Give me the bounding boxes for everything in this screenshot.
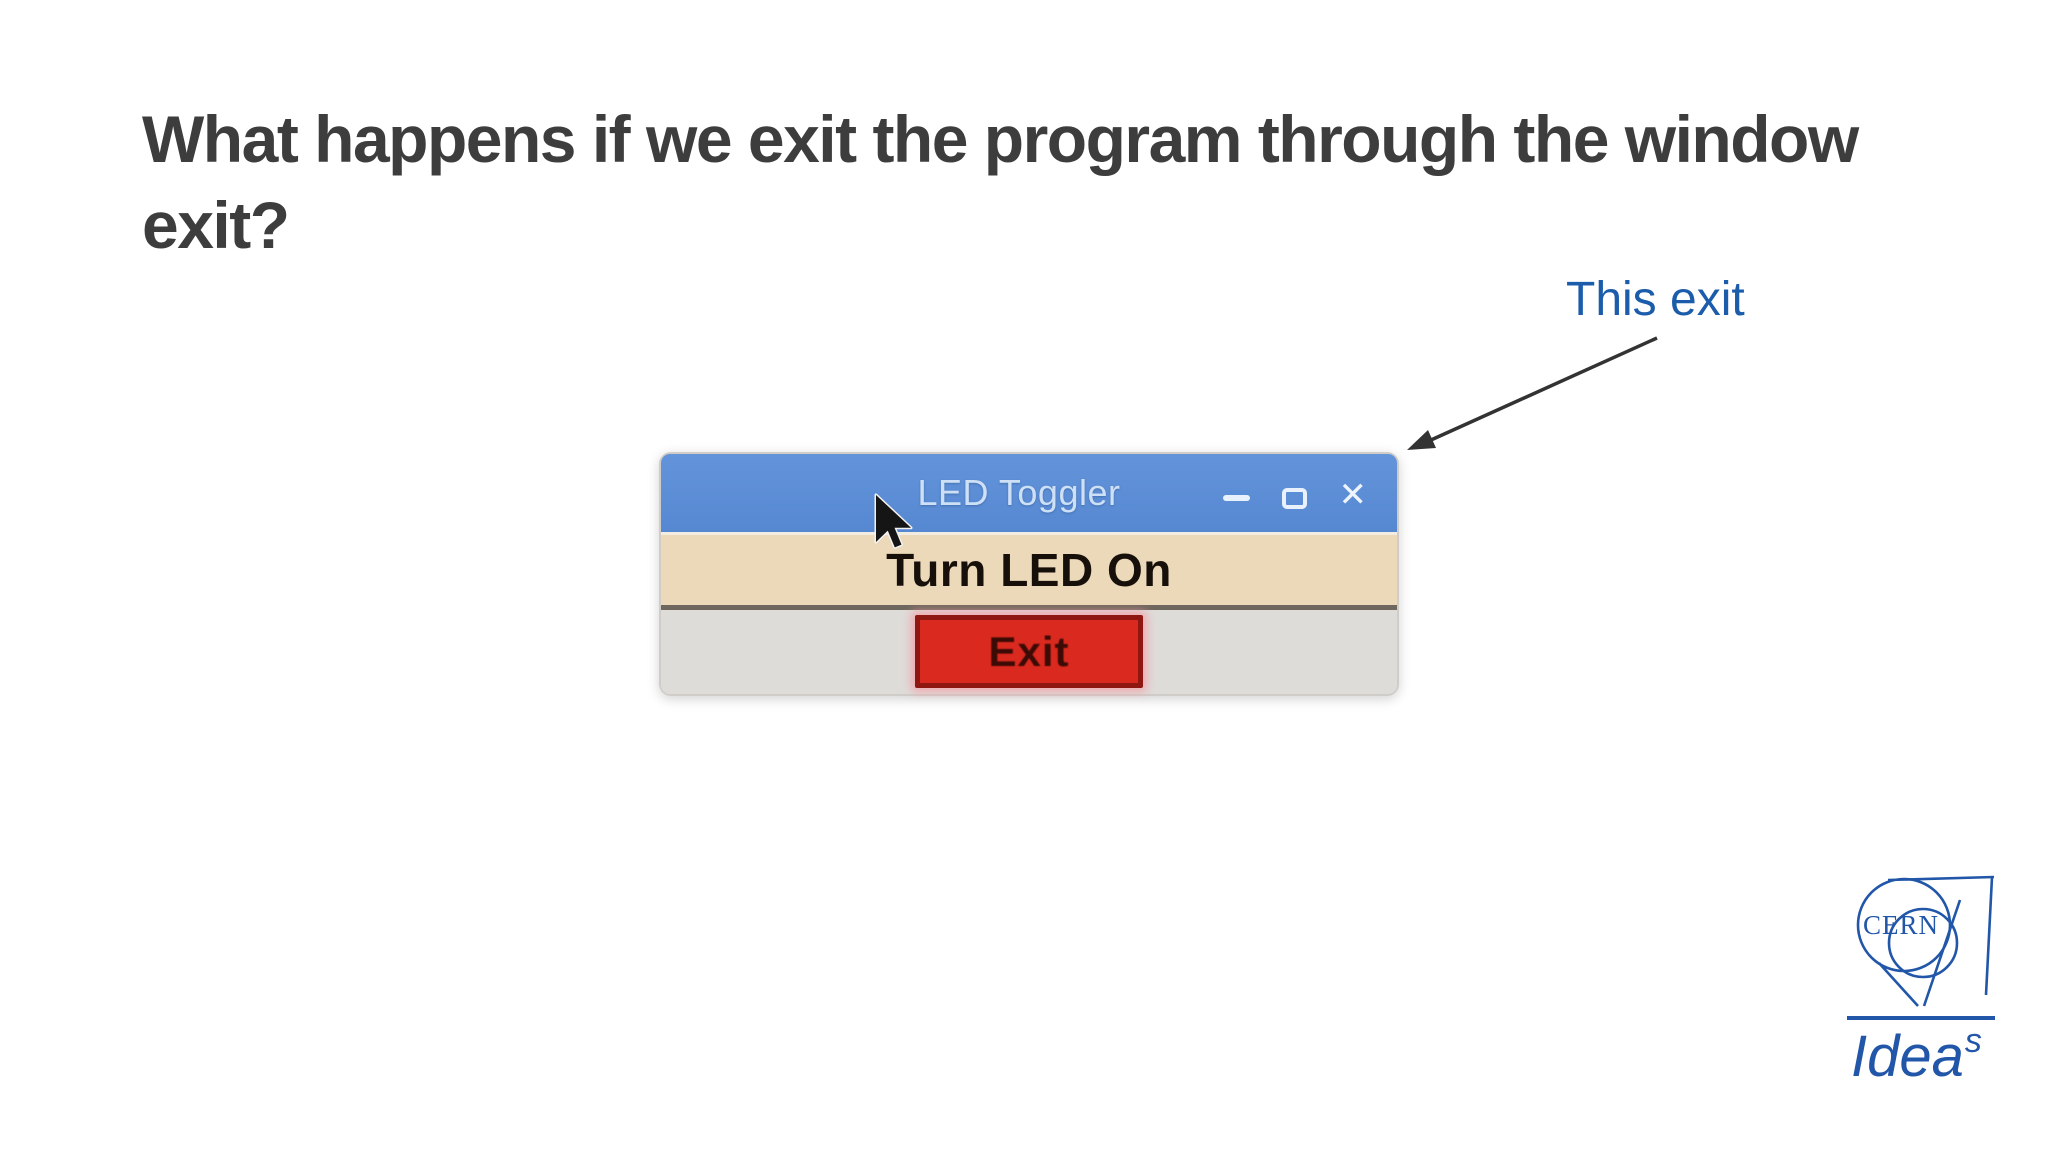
ideas-sup: s [1964, 1021, 1982, 1060]
window-titlebar[interactable]: LED Toggler ✕ [661, 454, 1397, 532]
page-title-line2: exit? [142, 188, 290, 262]
maximize-icon [1281, 487, 1307, 509]
exit-button-label: Exit [988, 627, 1070, 675]
window-body: Exit [661, 610, 1397, 694]
minimize-icon [1222, 495, 1250, 501]
ideas-text: Idea [1851, 1024, 1964, 1089]
cern-text: CERN [1863, 910, 1939, 940]
cursor-arrow-icon [874, 493, 913, 549]
maximize-button[interactable] [1281, 487, 1307, 509]
close-icon: ✕ [1338, 475, 1368, 515]
minimize-button[interactable] [1222, 495, 1250, 501]
close-button[interactable]: ✕ [1339, 478, 1368, 512]
annotation-arrow-icon [1407, 336, 1658, 450]
window-title: LED Toggler [917, 472, 1121, 513]
cern-emblem-icon: CERN [1856, 875, 1995, 1007]
turn-led-on-label: Turn LED On [886, 544, 1172, 596]
cern-ideas-logo: CERN Ideas [1843, 873, 2021, 1091]
page-title-line1: What happens if we exit the program thro… [142, 102, 1859, 176]
exit-button[interactable]: Exit [915, 615, 1143, 688]
logo-divider [1847, 1016, 1995, 1020]
led-toggler-window: LED Toggler ✕ Turn LED On Exit [659, 452, 1399, 696]
annotation-this-exit: This exit [1566, 273, 1745, 326]
ideas-wordmark: Ideas [1851, 1021, 1982, 1090]
turn-led-on-button[interactable]: Turn LED On [661, 532, 1397, 610]
page-title: What happens if we exit the program thro… [142, 96, 1859, 268]
window-controls: ✕ [1222, 454, 1368, 532]
